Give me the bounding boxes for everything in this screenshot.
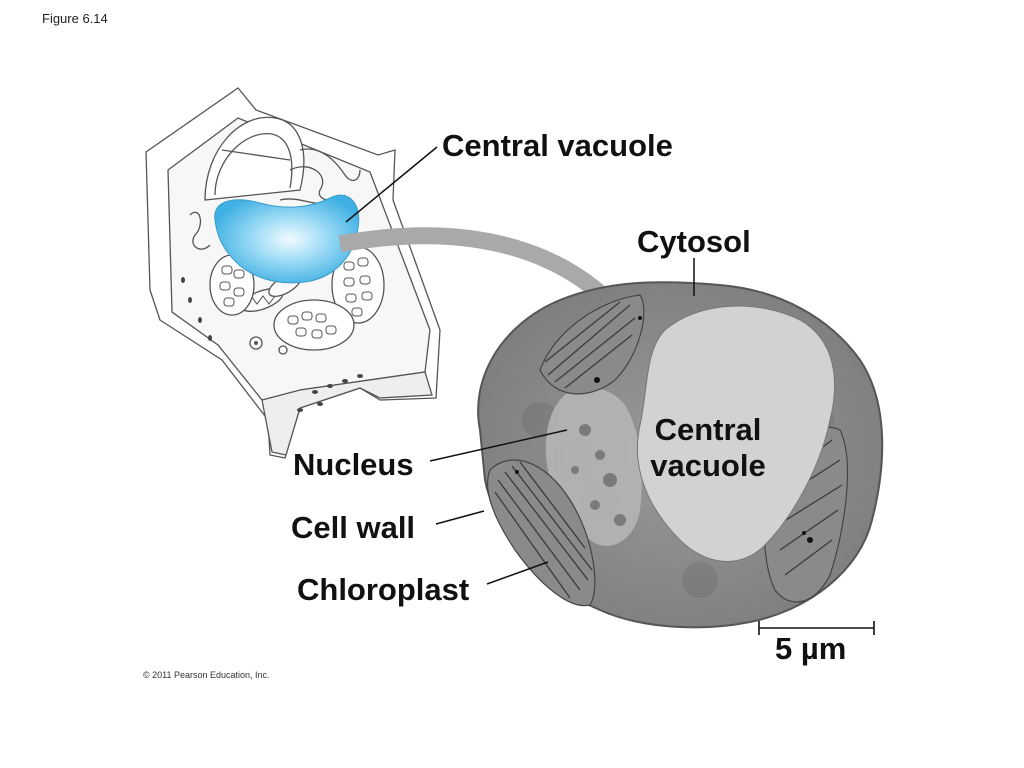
micrograph-vacuole-line1: Central <box>654 412 762 447</box>
nucleus-label: Nucleus <box>293 447 414 482</box>
leader-nucleus <box>429 429 568 462</box>
micrograph-vacuole-line2: vacuole <box>650 448 766 483</box>
central-vacuole-label: Central vacuole <box>442 128 673 163</box>
cytosol-label: Cytosol <box>637 224 751 259</box>
scale-bar <box>758 621 875 635</box>
figure-label: Figure 6.14 <box>42 11 108 26</box>
plasmodesmata <box>181 277 363 412</box>
cell-wall-label: Cell wall <box>291 510 416 545</box>
micrograph-vacuole-label: Central vacuole <box>640 412 776 484</box>
leader-lines <box>345 146 695 585</box>
nucleus-drawing <box>204 116 305 201</box>
leader-chloroplast <box>486 561 549 585</box>
central-vacuole-micrograph <box>636 305 835 562</box>
central-vacuole-drawing <box>214 194 360 284</box>
leader-cell-wall <box>435 510 485 525</box>
electron-micrograph <box>477 281 884 629</box>
copyright-notice: © 2011 Pearson Education, Inc. <box>143 670 270 680</box>
chloroplast-label: Chloroplast <box>297 572 470 607</box>
scale-bar-label: 5 µm <box>775 631 847 666</box>
leader-central-vacuole <box>345 146 438 223</box>
plant-cell-drawing <box>145 87 441 459</box>
